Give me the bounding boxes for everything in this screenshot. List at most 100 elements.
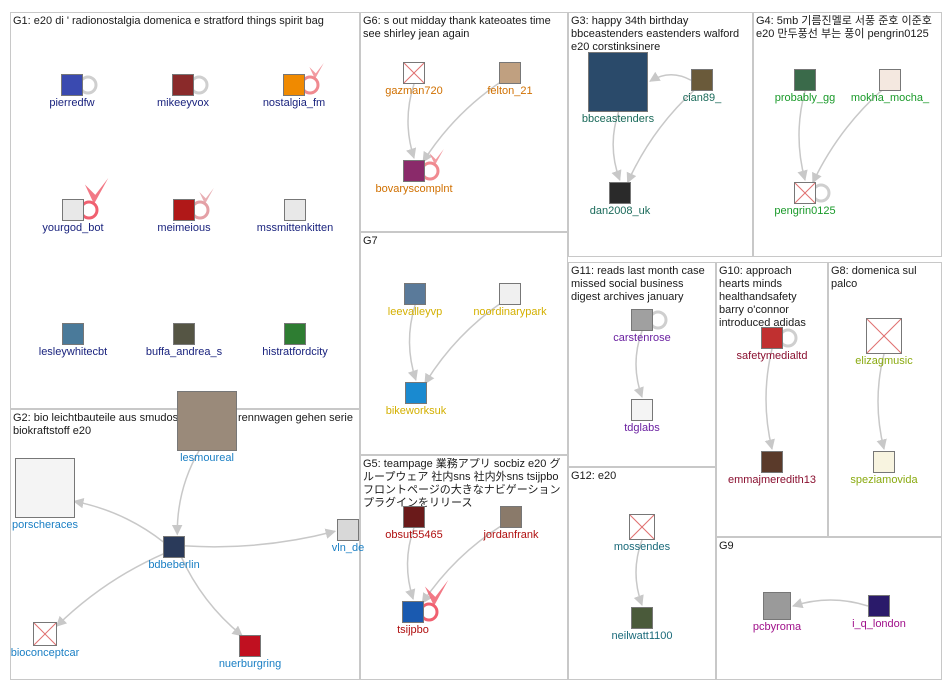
node-bdbeberlin[interactable]: bdbeberlin bbox=[114, 536, 234, 592]
node-carstenrose[interactable]: carstenrose bbox=[582, 309, 702, 365]
avatar bbox=[403, 160, 425, 182]
avatar bbox=[631, 399, 653, 421]
group-box-g12 bbox=[568, 467, 716, 680]
edge-bdbeberlin-to-nuerburgring bbox=[180, 555, 243, 637]
node-neilwatt1100[interactable]: neilwatt1100 bbox=[582, 607, 702, 663]
node-label: mikeeyvox bbox=[157, 97, 209, 109]
avatar bbox=[879, 69, 901, 91]
avatar bbox=[177, 391, 237, 451]
node-label: porscheraces bbox=[11, 519, 79, 531]
node-label: histratfordcity bbox=[262, 346, 328, 358]
node-label: bioconceptcar bbox=[10, 647, 80, 659]
avatar bbox=[761, 451, 783, 473]
group-title-g5: G5: teampage 業務アプリ socbiz e20 グループウェア 社内… bbox=[363, 458, 561, 509]
node-emmajmeredith13[interactable]: emmajmeredith13 bbox=[712, 451, 832, 507]
node-noordinarypark[interactable]: noordinarypark bbox=[450, 283, 570, 339]
group-box-g5 bbox=[360, 455, 568, 680]
edge-i_q_london-to-pcbyroma bbox=[791, 598, 869, 609]
edge-bbceastenders-to-dan2008_uk bbox=[611, 111, 622, 181]
node-lesleywhitecbt[interactable]: lesleywhitecbt bbox=[13, 323, 133, 379]
node-vln_de[interactable]: vln_de bbox=[288, 519, 408, 575]
node-label: bikeworksuk bbox=[385, 405, 447, 417]
avatar bbox=[15, 458, 75, 518]
node-label: obsut55465 bbox=[385, 529, 443, 541]
node-label: nostalgia_fm bbox=[262, 97, 326, 109]
node-yourgod_bot[interactable]: yourgod_bot bbox=[13, 199, 133, 255]
node-label: tdglabs bbox=[624, 422, 660, 434]
avatar bbox=[868, 595, 890, 617]
node-probably_gg[interactable]: probably_gg bbox=[745, 69, 865, 125]
group-box-g7 bbox=[360, 232, 568, 455]
node-nuerburgring[interactable]: nuerburgring bbox=[190, 635, 310, 691]
avatar bbox=[402, 601, 424, 623]
avatar bbox=[404, 283, 426, 305]
node-label: mokha_mocha_ bbox=[850, 92, 930, 104]
node-histratfordcity[interactable]: histratfordcity bbox=[235, 323, 355, 379]
avatar bbox=[173, 323, 195, 345]
edge-mossendes-to-neilwatt1100 bbox=[633, 539, 644, 606]
node-bioconceptcar[interactable]: bioconceptcar bbox=[0, 622, 105, 678]
avatar bbox=[691, 69, 713, 91]
node-pengrin0125[interactable]: pengrin0125 bbox=[745, 182, 865, 238]
node-speziamovida[interactable]: speziamovida bbox=[824, 451, 944, 507]
node-pierredfw[interactable]: pierredfw bbox=[12, 74, 132, 130]
node-bbceastenders[interactable]: bbceastenders bbox=[558, 52, 678, 125]
avatar bbox=[500, 506, 522, 528]
node-bovaryscomplnt[interactable]: bovaryscomplnt bbox=[354, 160, 474, 216]
node-bikeworksuk[interactable]: bikeworksuk bbox=[356, 382, 476, 438]
node-mossendes[interactable]: mossendes bbox=[582, 514, 702, 570]
avatar bbox=[61, 74, 83, 96]
avatar bbox=[631, 309, 653, 331]
node-jordanfrank[interactable]: jordanfrank bbox=[451, 506, 571, 562]
group-title-g6: G6: s out midday thank kateoates time se… bbox=[363, 15, 551, 40]
node-label: yourgod_bot bbox=[42, 222, 104, 234]
node-lesmoureal[interactable]: lesmoureal bbox=[147, 391, 267, 464]
group-box-g10 bbox=[716, 262, 828, 537]
group-title-g8: G8: domenica sul palco bbox=[831, 265, 917, 290]
node-felton_21[interactable]: felton_21 bbox=[450, 62, 570, 118]
node-label: buffa_andrea_s bbox=[145, 346, 223, 358]
node-label: lesmoureal bbox=[180, 452, 234, 464]
avatar bbox=[761, 327, 783, 349]
node-mikeeyvox[interactable]: mikeeyvox bbox=[123, 74, 243, 130]
node-gazman720[interactable]: gazman720 bbox=[354, 62, 474, 118]
avatar bbox=[172, 74, 194, 96]
avatar bbox=[403, 506, 425, 528]
node-dan2008_uk[interactable]: dan2008_uk bbox=[560, 182, 680, 238]
node-elizagmusic[interactable]: elizagmusic bbox=[824, 318, 944, 374]
node-meimeious[interactable]: meimeious bbox=[124, 199, 244, 255]
node-porscheraces[interactable]: porscheraces bbox=[0, 458, 105, 531]
broken-image-icon bbox=[866, 318, 902, 354]
node-label: speziamovida bbox=[850, 474, 918, 486]
node-obsut55465[interactable]: obsut55465 bbox=[354, 506, 474, 562]
node-leevalleyvp[interactable]: leevalleyvp bbox=[355, 283, 475, 339]
node-tsijpbo[interactable]: tsijpbo bbox=[353, 601, 473, 657]
avatar bbox=[62, 199, 84, 221]
group-title-g10: G10: approach hearts minds healthandsafe… bbox=[719, 265, 806, 329]
avatar bbox=[588, 52, 648, 112]
node-label: gazman720 bbox=[385, 85, 443, 97]
node-mokha_mocha_[interactable]: mokha_mocha_ bbox=[830, 69, 950, 125]
node-label: bdbeberlin bbox=[148, 559, 200, 571]
edge-bdbeberlin-to-vln_de bbox=[184, 528, 337, 548]
node-i_q_london[interactable]: i_q_london bbox=[819, 595, 939, 651]
avatar bbox=[763, 592, 791, 620]
edge-obsut55465-to-tsijpbo bbox=[405, 527, 416, 600]
node-buffa_andrea_s[interactable]: buffa_andrea_s bbox=[124, 323, 244, 379]
node-nostalgia_fm[interactable]: nostalgia_fm bbox=[234, 74, 354, 130]
edge-probably_gg-to-pengrin0125 bbox=[797, 90, 808, 182]
group-title-g1: G1: e20 di ' radionostalgia domenica e s… bbox=[13, 15, 324, 27]
node-pcbyroma[interactable]: pcbyroma bbox=[717, 592, 837, 648]
self-loop-arrowhead-meimeious bbox=[199, 188, 214, 204]
node-safetymedialtd[interactable]: safetymedialtd bbox=[712, 327, 832, 383]
avatar bbox=[873, 451, 895, 473]
node-label: elizagmusic bbox=[855, 355, 913, 367]
node-cian89_[interactable]: cian89_ bbox=[642, 69, 762, 125]
group-box-g6 bbox=[360, 12, 568, 232]
avatar bbox=[283, 74, 305, 96]
edge-carstenrose-to-tdglabs bbox=[633, 330, 644, 398]
self-loop-arrowhead-nostalgia_fm bbox=[309, 63, 324, 79]
node-label: dan2008_uk bbox=[589, 205, 651, 217]
node-mssmittenkitten[interactable]: mssmittenkitten bbox=[235, 199, 355, 255]
node-tdglabs[interactable]: tdglabs bbox=[582, 399, 702, 455]
